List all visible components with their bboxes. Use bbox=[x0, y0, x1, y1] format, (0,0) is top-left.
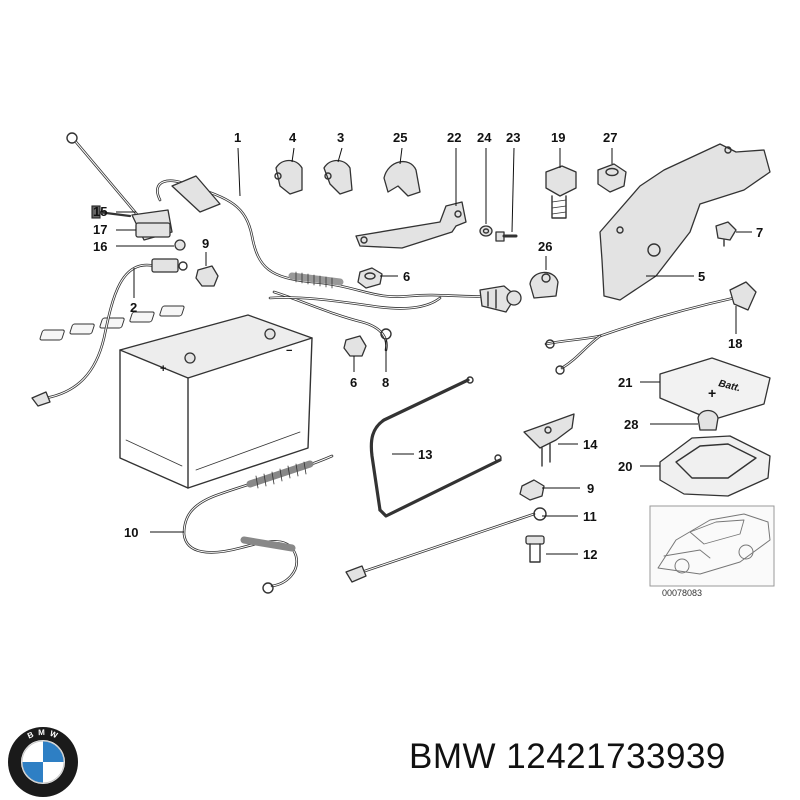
cable-2 bbox=[31, 258, 188, 407]
clip-25 bbox=[383, 160, 421, 197]
clip-4 bbox=[274, 159, 303, 195]
brand-part-number-line: BMW 12421733939 bbox=[409, 737, 794, 789]
battery: + − bbox=[39, 305, 313, 489]
screw-12 bbox=[525, 535, 545, 563]
callout-18: 18 bbox=[728, 336, 742, 351]
clip-3 bbox=[323, 159, 353, 195]
part-number: 12421733939 bbox=[506, 737, 726, 776]
callout-24: 24 bbox=[477, 130, 492, 145]
cover-label: Batt. bbox=[717, 378, 741, 394]
positive-terminal-lead bbox=[66, 132, 173, 241]
fastener-26 bbox=[529, 271, 559, 299]
callout-4: 4 bbox=[289, 130, 297, 145]
clip-7 bbox=[715, 221, 737, 247]
screw-23 bbox=[495, 231, 518, 242]
callout-14: 14 bbox=[583, 437, 598, 452]
battery-minus-sign: − bbox=[286, 345, 292, 357]
cap-28 bbox=[697, 409, 719, 431]
battery-cover-21: Batt. + bbox=[659, 357, 771, 421]
terminal-14 bbox=[523, 413, 575, 467]
cable-11 bbox=[345, 507, 547, 583]
nut-9-left bbox=[195, 265, 219, 287]
callout-17: 17 bbox=[93, 222, 107, 237]
callout-9-left: 9 bbox=[202, 236, 209, 251]
brand-name: BMW bbox=[409, 737, 497, 776]
vehicle-thumbnail: 00078083 bbox=[649, 505, 775, 598]
callout-21: 21 bbox=[618, 375, 632, 390]
callout-1: 1 bbox=[234, 130, 241, 145]
callout-9-right: 9 bbox=[587, 481, 594, 496]
nut-9-right bbox=[519, 479, 545, 501]
callout-8: 8 bbox=[382, 375, 389, 390]
cover-plus-sign: + bbox=[708, 385, 716, 401]
callout-16: 16 bbox=[93, 239, 107, 254]
bracket-22 bbox=[355, 201, 467, 249]
callout-2: 2 bbox=[130, 300, 137, 315]
callout-20: 20 bbox=[618, 459, 632, 474]
bmw-logo: B M W bbox=[8, 727, 78, 797]
cable-10 bbox=[182, 454, 334, 594]
nut-6-lower bbox=[343, 335, 367, 357]
callout-19: 19 bbox=[551, 130, 565, 145]
cable-1 bbox=[156, 175, 494, 298]
callout-15: 15 bbox=[93, 204, 107, 219]
callout-10: 10 bbox=[124, 525, 138, 540]
leader-lines bbox=[116, 147, 752, 555]
cover-base-20 bbox=[659, 435, 771, 497]
callout-6-lower: 6 bbox=[350, 375, 357, 390]
callout-3: 3 bbox=[337, 130, 344, 145]
callout-13: 13 bbox=[418, 447, 432, 462]
bracket-5 bbox=[599, 143, 771, 301]
callout-23: 23 bbox=[506, 130, 520, 145]
callout-12: 12 bbox=[583, 547, 597, 562]
callout-5: 5 bbox=[698, 269, 705, 284]
drawing-reference-number: 00078083 bbox=[662, 588, 702, 598]
nut-16 bbox=[174, 239, 186, 251]
callout-28: 28 bbox=[624, 417, 638, 432]
cable-8 bbox=[268, 285, 522, 352]
callout-25: 25 bbox=[393, 130, 407, 145]
nut-27 bbox=[597, 163, 627, 193]
bolt-19 bbox=[545, 165, 577, 219]
callout-11: 11 bbox=[583, 509, 597, 524]
battery-plus-sign: + bbox=[160, 363, 166, 375]
washer-24 bbox=[479, 225, 493, 237]
callout-numbers: 1 4 3 25 22 24 23 19 27 15 17 16 9 2 6 6… bbox=[93, 130, 763, 562]
callout-26: 26 bbox=[538, 239, 552, 254]
cable-18 bbox=[544, 281, 757, 375]
callout-6-upper: 6 bbox=[403, 269, 410, 284]
cable-13 bbox=[369, 376, 502, 518]
callout-22: 22 bbox=[447, 130, 461, 145]
callout-27: 27 bbox=[603, 130, 617, 145]
callout-7: 7 bbox=[756, 225, 763, 240]
nut-6-upper bbox=[357, 267, 383, 289]
